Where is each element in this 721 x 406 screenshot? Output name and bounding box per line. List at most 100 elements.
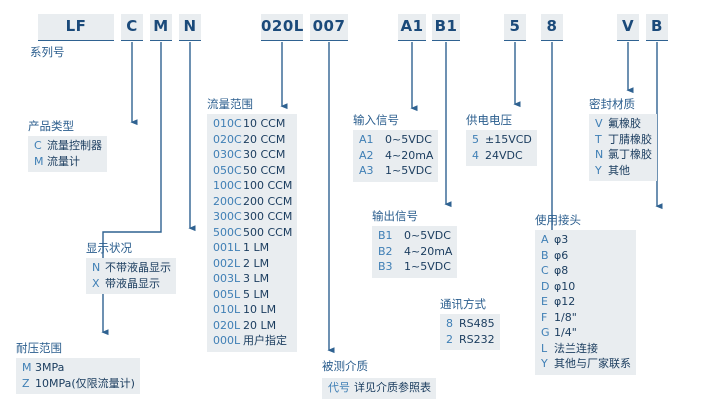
legend-code: 100C	[213, 179, 242, 192]
legend-desc: 4~20mA	[404, 244, 453, 258]
legend-code: 代号	[328, 381, 350, 394]
legend-code: A	[541, 233, 549, 246]
medium-code[interactable]: 007	[310, 14, 348, 41]
legend-code: L	[541, 341, 548, 355]
output-signal-code[interactable]: B1	[432, 14, 460, 41]
legend-code: T	[595, 132, 602, 146]
legend-desc: 不带液晶显示	[105, 261, 171, 274]
legend-desc: 3 LM	[243, 272, 270, 285]
legend-code: A1	[359, 133, 374, 146]
legend-desc: φ6	[554, 248, 569, 262]
input-signal-code[interactable]: A1	[398, 14, 426, 41]
legend-desc: 氟橡胶	[608, 117, 641, 130]
legend-desc: RS485	[459, 317, 495, 330]
display-status-title: 显示状况	[86, 241, 132, 255]
legend-desc: 0~5VDC	[404, 229, 451, 242]
legend-desc: 500 CCM	[243, 225, 293, 239]
legend-code: A2	[359, 148, 374, 162]
legend-desc: 20 CCM	[243, 132, 286, 146]
legend-code: 005L	[213, 287, 241, 301]
legend-code: 010C	[213, 117, 242, 130]
product-type-title: 产品类型	[28, 119, 74, 133]
legend-code: 010L	[213, 303, 241, 316]
legend-code: 002L	[213, 256, 241, 270]
input-signal-title: 输入信号	[353, 113, 399, 127]
legend-code: 2	[446, 332, 453, 346]
flow-range-code[interactable]: 020L	[261, 14, 303, 41]
legend-code: Y	[595, 163, 602, 177]
pressure-range-title: 耐压范围	[16, 341, 62, 355]
display-status-code-m[interactable]: M	[150, 14, 172, 41]
legend-desc: 5 LM	[243, 287, 270, 301]
communication-code[interactable]: 8	[541, 14, 563, 41]
legend-desc: 2 LM	[243, 256, 270, 270]
legend-row: A2 4~20mA	[356, 148, 433, 164]
legend-code: 020C	[213, 132, 242, 146]
series-label: 系列号	[30, 45, 65, 59]
block-medium: 被测介质代号详见介质参照表	[322, 358, 436, 399]
legend-code: B2	[378, 244, 393, 258]
legend-code: 500C	[213, 225, 242, 239]
legend-code: B	[541, 248, 549, 262]
legend-desc: 4~20mA	[385, 148, 434, 162]
connection-type-title: 使用接头	[535, 213, 581, 227]
seal-material-code[interactable]: V	[617, 14, 639, 41]
legend-code: G	[541, 326, 550, 339]
legend-row: B2 4~20mA	[375, 244, 452, 260]
series-code[interactable]: LF	[38, 14, 114, 41]
legend-code: 050C	[213, 163, 242, 177]
power-supply-code[interactable]: 5	[504, 14, 526, 41]
legend-desc: 流量计	[47, 154, 80, 168]
legend-desc: 0~5VDC	[385, 133, 432, 146]
legend-desc: φ3	[554, 233, 569, 246]
legend-desc: ±15VCD	[485, 133, 532, 146]
legend-desc: 其他	[608, 163, 630, 177]
legend-row: A1 0~5VDC	[356, 132, 433, 148]
legend-code: 001L	[213, 241, 241, 254]
connection-code[interactable]: B	[646, 14, 668, 41]
legend-code: N	[595, 148, 604, 161]
product-type-code[interactable]: C	[121, 14, 143, 41]
legend-desc: 10 CCM	[243, 117, 286, 130]
display-status-code-n[interactable]: N	[179, 14, 201, 41]
legend-desc: 300 CCM	[243, 210, 293, 223]
legend-code: M	[34, 154, 44, 168]
legend-desc: 3MPa	[35, 361, 65, 374]
legend-code: 300C	[213, 210, 242, 223]
legend-desc: 1~5VDC	[404, 260, 451, 273]
legend-desc: 法兰连接	[554, 341, 598, 355]
